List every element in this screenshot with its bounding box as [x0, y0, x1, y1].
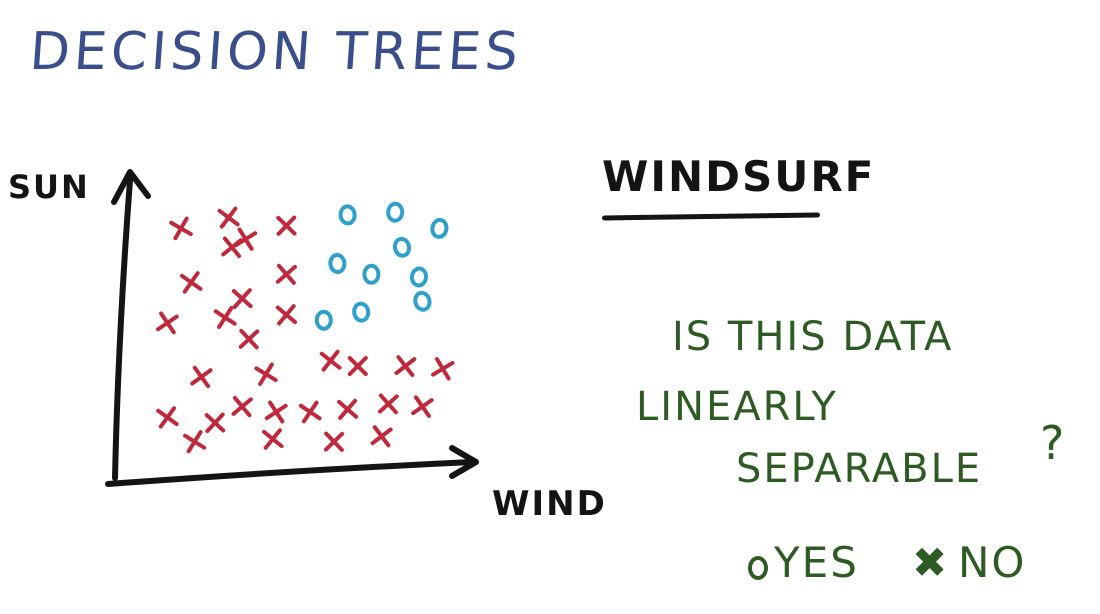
plot-axes: [105, 169, 479, 487]
x-data-point: [213, 306, 237, 329]
x-data-point: [204, 412, 226, 434]
yes-option-circle-icon[interactable]: [748, 556, 768, 580]
y-axis-label: SUN: [8, 168, 90, 206]
o-data-point: [314, 309, 333, 331]
x-data-point: [262, 428, 284, 450]
no-option-x-icon[interactable]: ✖: [912, 538, 950, 587]
x-axis-label: WIND: [492, 484, 607, 524]
no-option-label[interactable]: NO: [958, 538, 1027, 587]
o-data-point: [409, 266, 429, 288]
x-data-point: [411, 395, 434, 418]
x-data-point: [221, 236, 243, 259]
x-data-point: [217, 206, 240, 229]
x-axis-line: [105, 459, 475, 487]
question-mark: ?: [1040, 416, 1067, 470]
x-axis-arrowhead: [449, 445, 479, 479]
x-data-point: [275, 263, 297, 285]
x-data-point: [190, 365, 213, 389]
y-axis-arrowhead: [111, 169, 151, 205]
x-data-point: [231, 288, 253, 310]
x-data-point: [231, 395, 253, 418]
x-data-point: [179, 271, 203, 294]
question-line-3: SEPARABLE: [736, 446, 983, 492]
question-line-2: LINEARLY: [636, 384, 838, 430]
o-data-point: [352, 301, 371, 323]
x-data-point: [337, 398, 359, 420]
x-data-point: [377, 393, 399, 415]
data-points: [156, 201, 455, 454]
o-data-point: [362, 263, 381, 285]
x-data-point: [156, 311, 179, 335]
subject-heading: WINDSURF: [602, 152, 876, 201]
x-data-point: [238, 328, 260, 350]
x-data-point: [347, 356, 368, 377]
y-axis-line: [112, 177, 133, 481]
x-data-point: [370, 425, 393, 448]
x-data-point: [298, 400, 322, 424]
x-data-point: [394, 355, 417, 378]
x-data-point: [234, 227, 258, 251]
question-line-1: IS THIS DATA: [672, 314, 954, 360]
o-data-point: [386, 201, 405, 223]
o-data-point: [338, 204, 357, 226]
o-data-point: [430, 217, 449, 239]
x-data-point: [319, 349, 342, 372]
x-data-point: [254, 362, 278, 386]
x-data-point: [431, 357, 455, 381]
x-data-point: [169, 216, 193, 241]
x-data-point: [323, 431, 345, 452]
x-data-point: [275, 304, 298, 326]
yes-option-label[interactable]: YES: [774, 538, 859, 587]
o-data-point: [413, 290, 432, 312]
x-data-point: [276, 215, 297, 236]
x-data-point: [183, 430, 207, 454]
o-data-point: [392, 236, 412, 258]
x-data-point: [264, 400, 288, 424]
x-data-point: [156, 406, 179, 429]
o-data-point: [328, 253, 347, 274]
